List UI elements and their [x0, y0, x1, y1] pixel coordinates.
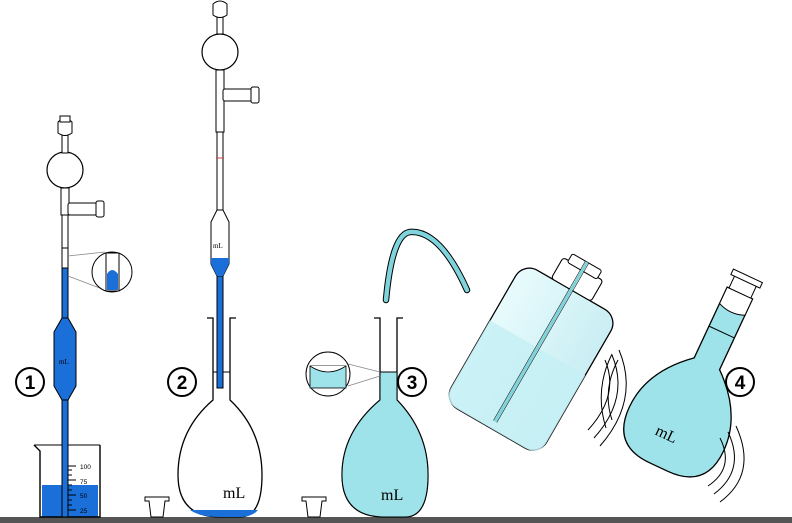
burette-1: mL [46, 115, 105, 518]
volumetric-flask-3: mL [341, 317, 429, 518]
wash-bottle [448, 253, 614, 451]
stopper-3 [301, 496, 327, 518]
step-3-fill-group: mL 3 [301, 228, 627, 518]
step-1-number: 1 [25, 373, 36, 394]
beaker-tick-50: 50 [80, 493, 88, 500]
step-1-burette-group: 100 75 50 25 mL [15, 115, 133, 518]
pipette-2-solution [211, 258, 229, 276]
burette-1-stopcock [67, 202, 99, 216]
stopper-2 [144, 496, 170, 518]
meniscus-magnifier-1 [67, 251, 133, 293]
flask-2-label: mL [223, 485, 245, 502]
meniscus-magnifier-3 [305, 351, 381, 397]
motion-lines-4 [600, 353, 745, 503]
volumetric-flask-2: mL [177, 317, 263, 518]
pipette-2: mL [201, 0, 260, 389]
flask-3-solution [341, 371, 429, 518]
step-2-number: 2 [177, 373, 188, 394]
flask-3-label: mL [381, 487, 403, 504]
flask-4-body [623, 286, 754, 478]
step-2-transfer-group: mL mL 2 [144, 0, 263, 518]
flask-2-solution [190, 510, 258, 517]
burette-1-reservoir [46, 151, 84, 189]
step-4-badge [725, 367, 755, 397]
pipette-2-reservoir [201, 33, 239, 71]
step-4-number: 4 [735, 373, 746, 394]
volumetric-flask-4: mL [623, 268, 764, 478]
step-2-badge [167, 367, 197, 397]
step-3-badge [397, 367, 427, 397]
burette-1-solution [61, 267, 69, 319]
beaker-tick-25: 25 [80, 508, 88, 515]
beaker-tick-100: 100 [80, 464, 91, 471]
pipette-2-stem-solution [216, 275, 224, 389]
bench-surface [0, 517, 792, 523]
step-4-mix-group: mL 4 [600, 268, 764, 503]
pipette-2-unit-label: mL [213, 242, 223, 250]
beaker-tick-75: 75 [80, 479, 88, 486]
burette-1-unit-label: mL [59, 358, 69, 366]
step-3-number: 3 [407, 373, 418, 394]
pipette-2-stopcock [222, 88, 254, 102]
step-1-badge [15, 367, 45, 397]
